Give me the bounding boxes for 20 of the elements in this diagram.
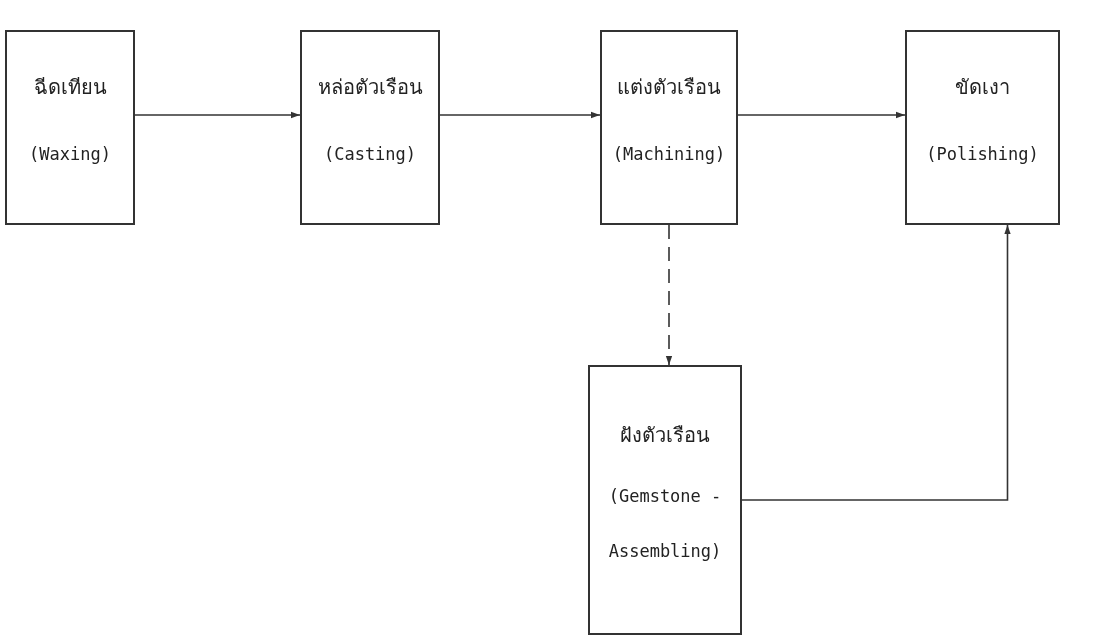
process-box <box>588 365 742 635</box>
arrow <box>741 224 1011 501</box>
process-box <box>5 30 135 225</box>
arrow <box>439 111 601 119</box>
step-name: ขัดเงา <box>955 74 1010 101</box>
process-box <box>905 30 1060 225</box>
step-caption: (Polishing) <box>926 143 1039 166</box>
step-name: หล่อตัวเรือน <box>317 74 423 101</box>
step-name: ฉีดเทียน <box>33 74 107 101</box>
arrow <box>665 224 673 366</box>
process-box <box>600 30 738 225</box>
step-caption: (Machining) <box>612 143 726 166</box>
step-caption: (Gemstone - Assembling) <box>607 485 723 563</box>
process-box <box>300 30 440 225</box>
step-caption: (Casting) <box>323 143 417 166</box>
arrow <box>737 111 906 119</box>
step-caption: (Waxing) <box>29 143 111 166</box>
arrow <box>134 111 301 119</box>
step-name: แต่งตัวเรือน <box>617 74 721 101</box>
step-name: ฝังตัวเรือน <box>620 422 710 449</box>
